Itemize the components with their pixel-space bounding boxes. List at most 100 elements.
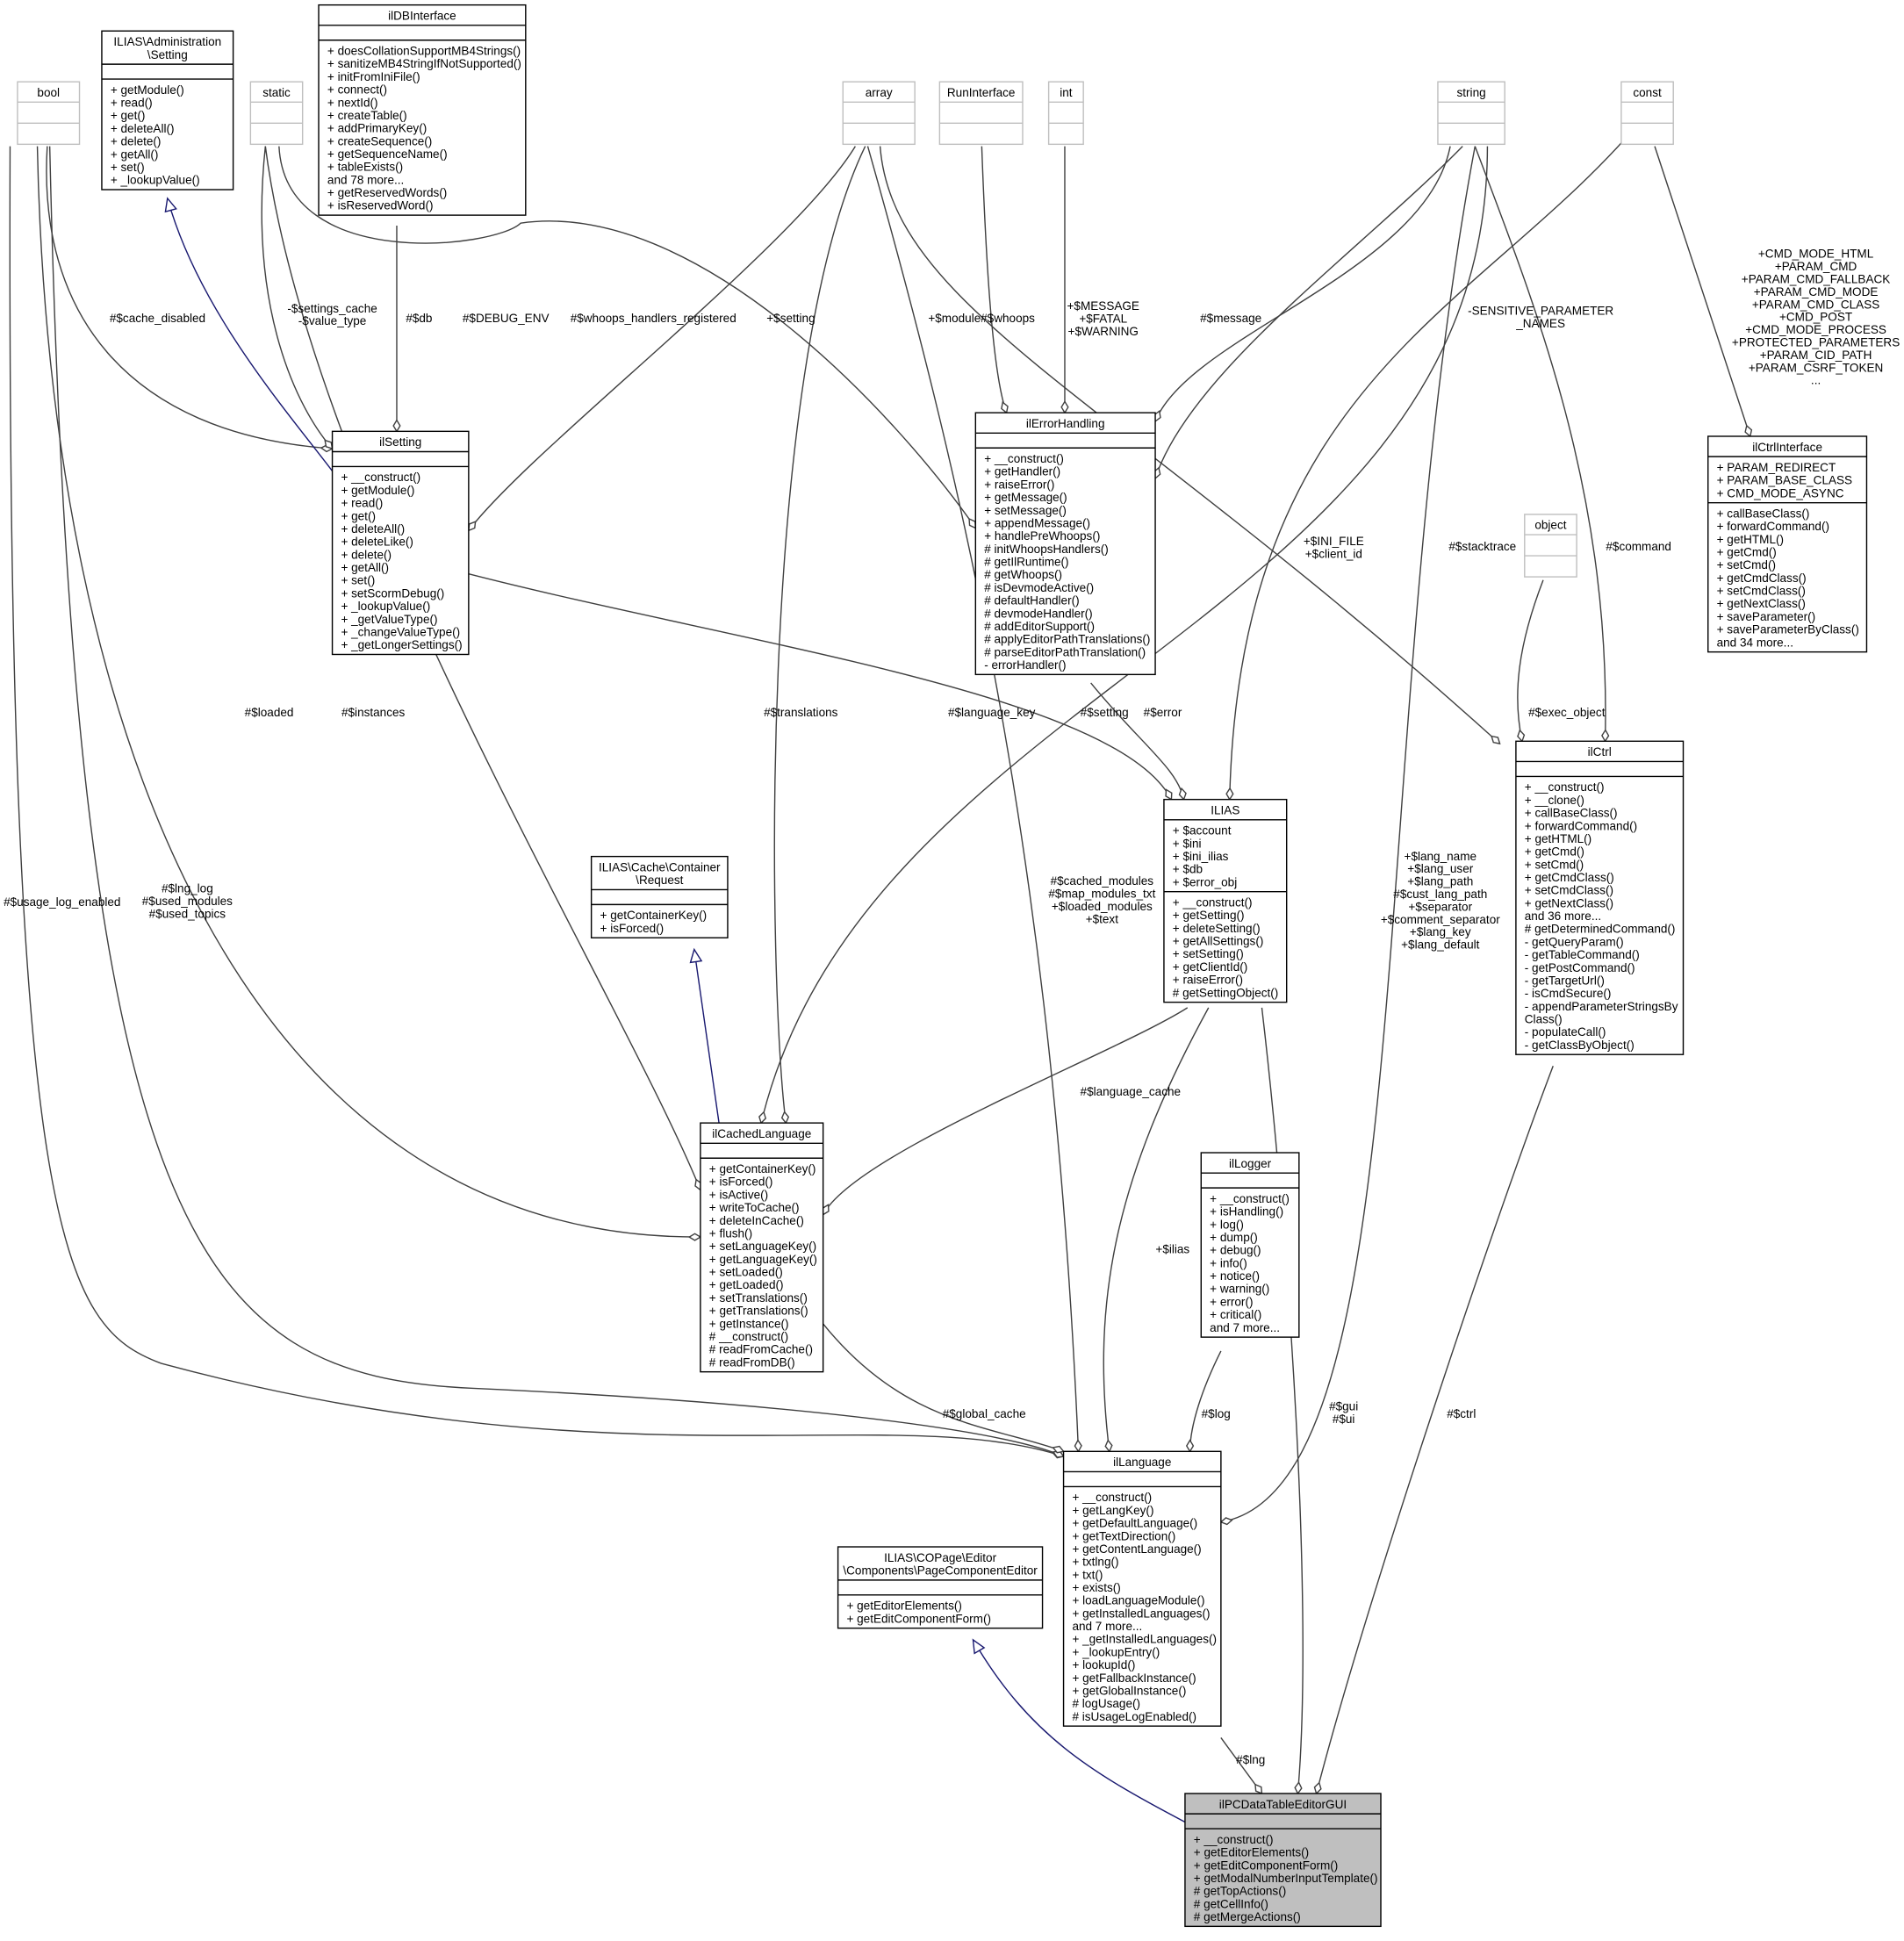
edge-label: #$loaded bbox=[245, 706, 294, 719]
class-method: + getEditComponentForm() bbox=[1194, 1858, 1339, 1872]
class-name: ILIAS\Cache\Container bbox=[599, 860, 721, 873]
class-name: static bbox=[262, 86, 291, 99]
edge-label: #$global_cache bbox=[943, 1407, 1026, 1420]
class-method: + writeToCache() bbox=[709, 1201, 800, 1214]
class-attribute: + $error_obj bbox=[1173, 875, 1237, 888]
class-name: ilSetting bbox=[379, 435, 421, 449]
edge-label: #$ui bbox=[1333, 1413, 1355, 1426]
usage-edge bbox=[1220, 146, 1476, 1523]
usage-edge bbox=[1189, 1350, 1222, 1452]
edge-label: +PARAM_CMD_MODE bbox=[1754, 285, 1879, 298]
class-method: + getContainerKey() bbox=[709, 1162, 816, 1175]
class-method: and 7 more... bbox=[1072, 1620, 1142, 1633]
class-method: - getTargetUrl() bbox=[1525, 974, 1605, 987]
edge-label: +$lang_name bbox=[1405, 850, 1476, 863]
class-method: + raiseError() bbox=[984, 478, 1054, 491]
class-method: + getGlobalInstance() bbox=[1072, 1684, 1186, 1697]
class-name: array bbox=[866, 86, 893, 99]
class-ildbinterface[interactable]: ilDBInterface+ doesCollationSupportMB4St… bbox=[318, 4, 527, 216]
class-ilctrl[interactable]: ilCtrl+ __construct()+ __clone()+ callBa… bbox=[1515, 740, 1685, 1055]
class-method: + raiseError() bbox=[1173, 974, 1243, 987]
class-ilerrorhandling[interactable]: ilErrorHandling+ __construct()+ getHandl… bbox=[974, 412, 1156, 676]
class-method: + getContainerKey() bbox=[600, 909, 708, 922]
class-ilctrlinterface[interactable]: ilCtrlInterface+ PARAM_REDIRECT+ PARAM_B… bbox=[1707, 435, 1868, 653]
class-int[interactable]: int bbox=[1047, 81, 1084, 146]
class-box bbox=[1437, 81, 1505, 146]
class-illanguage[interactable]: ilLanguage+ __construct()+ getLangKey()+… bbox=[1062, 1450, 1222, 1727]
class-method: + deleteInCache() bbox=[709, 1214, 804, 1227]
class-method: # initWhoopsHandlers() bbox=[984, 543, 1109, 556]
class-ilpcdatatableeditorgui[interactable]: ilPCDataTableEditorGUI+ __construct()+ g… bbox=[1184, 1793, 1382, 1928]
class-method: + getAll() bbox=[111, 147, 159, 161]
edge-label: +$ilias bbox=[1155, 1242, 1189, 1255]
edge-label: #$gui bbox=[1329, 1400, 1358, 1413]
edge-label: ... bbox=[1811, 374, 1821, 387]
usage-edge bbox=[1154, 146, 1463, 479]
class-method: + getHTML() bbox=[1717, 533, 1784, 546]
class-method: + getLanguageKey() bbox=[709, 1253, 817, 1266]
class-method: + set() bbox=[341, 574, 375, 587]
class-array[interactable]: array bbox=[842, 81, 916, 146]
class-method: + log() bbox=[1210, 1218, 1244, 1231]
class-method: + getMessage() bbox=[984, 491, 1067, 504]
aggregation-diamond-icon bbox=[1491, 735, 1501, 745]
usage-edge bbox=[866, 146, 1080, 1452]
class-box bbox=[974, 412, 1156, 676]
class-method: + setCmd() bbox=[1717, 558, 1776, 572]
class-box bbox=[1062, 1450, 1222, 1727]
class-method: + __construct() bbox=[1194, 1833, 1274, 1846]
edge-label: +PARAM_CSRF_TOKEN bbox=[1749, 361, 1883, 374]
class-ilsetting[interactable]: ilSetting+ __construct()+ getModule()+ r… bbox=[331, 430, 470, 656]
edge-label: +$loaded_modules bbox=[1052, 900, 1153, 913]
class-const[interactable]: const bbox=[1620, 81, 1674, 146]
aggregation-diamond-icon bbox=[1517, 729, 1526, 743]
class-adminsetting[interactable]: ILIAS\Administration\Setting+ getModule(… bbox=[101, 30, 234, 191]
class-pagecomponenteditor[interactable]: ILIAS\COPage\Editor\Components\PageCompo… bbox=[837, 1546, 1044, 1629]
class-method: + _getLongerSettings() bbox=[341, 638, 462, 651]
class-runinterface[interactable]: RunInterface bbox=[938, 81, 1024, 146]
class-name: ilLogger bbox=[1229, 1157, 1272, 1170]
class-method: + getHandler() bbox=[984, 465, 1060, 478]
class-ilias[interactable]: ILIAS+ $account+ $ini+ $ini_ilias+ $db+ … bbox=[1163, 798, 1288, 1003]
class-name: ilCtrlInterface bbox=[1752, 441, 1822, 454]
class-string[interactable]: string bbox=[1437, 81, 1505, 146]
class-illogger[interactable]: ilLogger+ __construct()+ isHandling()+ l… bbox=[1200, 1152, 1300, 1338]
class-box bbox=[700, 1122, 824, 1373]
class-method: + getModule() bbox=[111, 83, 184, 97]
class-method: + deleteLike() bbox=[341, 536, 413, 549]
class-attribute: + $ini bbox=[1173, 837, 1202, 850]
class-bool[interactable]: bool bbox=[17, 81, 81, 146]
class-name: \Request bbox=[636, 873, 683, 887]
class-method: # getDeterminedCommand() bbox=[1525, 923, 1676, 936]
edge-label: +CMD_MODE_PROCESS bbox=[1745, 323, 1886, 336]
class-method: - populateCall() bbox=[1525, 1025, 1606, 1039]
class-name: \Setting bbox=[147, 48, 188, 61]
class-method: - getQueryParam() bbox=[1525, 935, 1624, 948]
class-box bbox=[837, 1546, 1044, 1629]
class-ilcachedlanguage[interactable]: ilCachedLanguage+ getContainerKey()+ isF… bbox=[700, 1122, 824, 1373]
aggregation-diamond-icon bbox=[968, 517, 977, 529]
edge-label: #$error bbox=[1144, 706, 1182, 719]
usage-edge bbox=[773, 146, 866, 1124]
class-method: # getMergeActions() bbox=[1194, 1910, 1301, 1923]
usage-edge bbox=[468, 146, 856, 531]
class-static[interactable]: static bbox=[249, 81, 304, 146]
class-method: + flush() bbox=[709, 1226, 752, 1240]
class-method: + handlePreWhoops() bbox=[984, 529, 1100, 543]
class-method: + getEditComponentForm() bbox=[846, 1612, 991, 1625]
class-cacherequest[interactable]: ILIAS\Cache\Container\Request + getContai… bbox=[590, 855, 729, 938]
class-method: # getTopActions() bbox=[1194, 1885, 1286, 1898]
class-method: + _getInstalledLanguages() bbox=[1072, 1633, 1217, 1646]
class-method: # logUsage() bbox=[1072, 1697, 1140, 1710]
edge-label: +$separator bbox=[1408, 900, 1472, 913]
class-object[interactable]: object bbox=[1524, 514, 1577, 578]
aggregation-diamond-icon bbox=[1104, 1439, 1113, 1453]
aggregation-diamond-icon bbox=[1225, 787, 1234, 802]
class-method: + saveParameterByClass() bbox=[1717, 623, 1859, 636]
edge-label: +$INI_FILE bbox=[1304, 535, 1364, 548]
class-method: + setCmdClass() bbox=[1525, 884, 1613, 897]
edge-label: #$used_modules bbox=[142, 895, 233, 908]
class-method: + setCmdClass() bbox=[1717, 585, 1806, 598]
class-box bbox=[590, 855, 729, 938]
